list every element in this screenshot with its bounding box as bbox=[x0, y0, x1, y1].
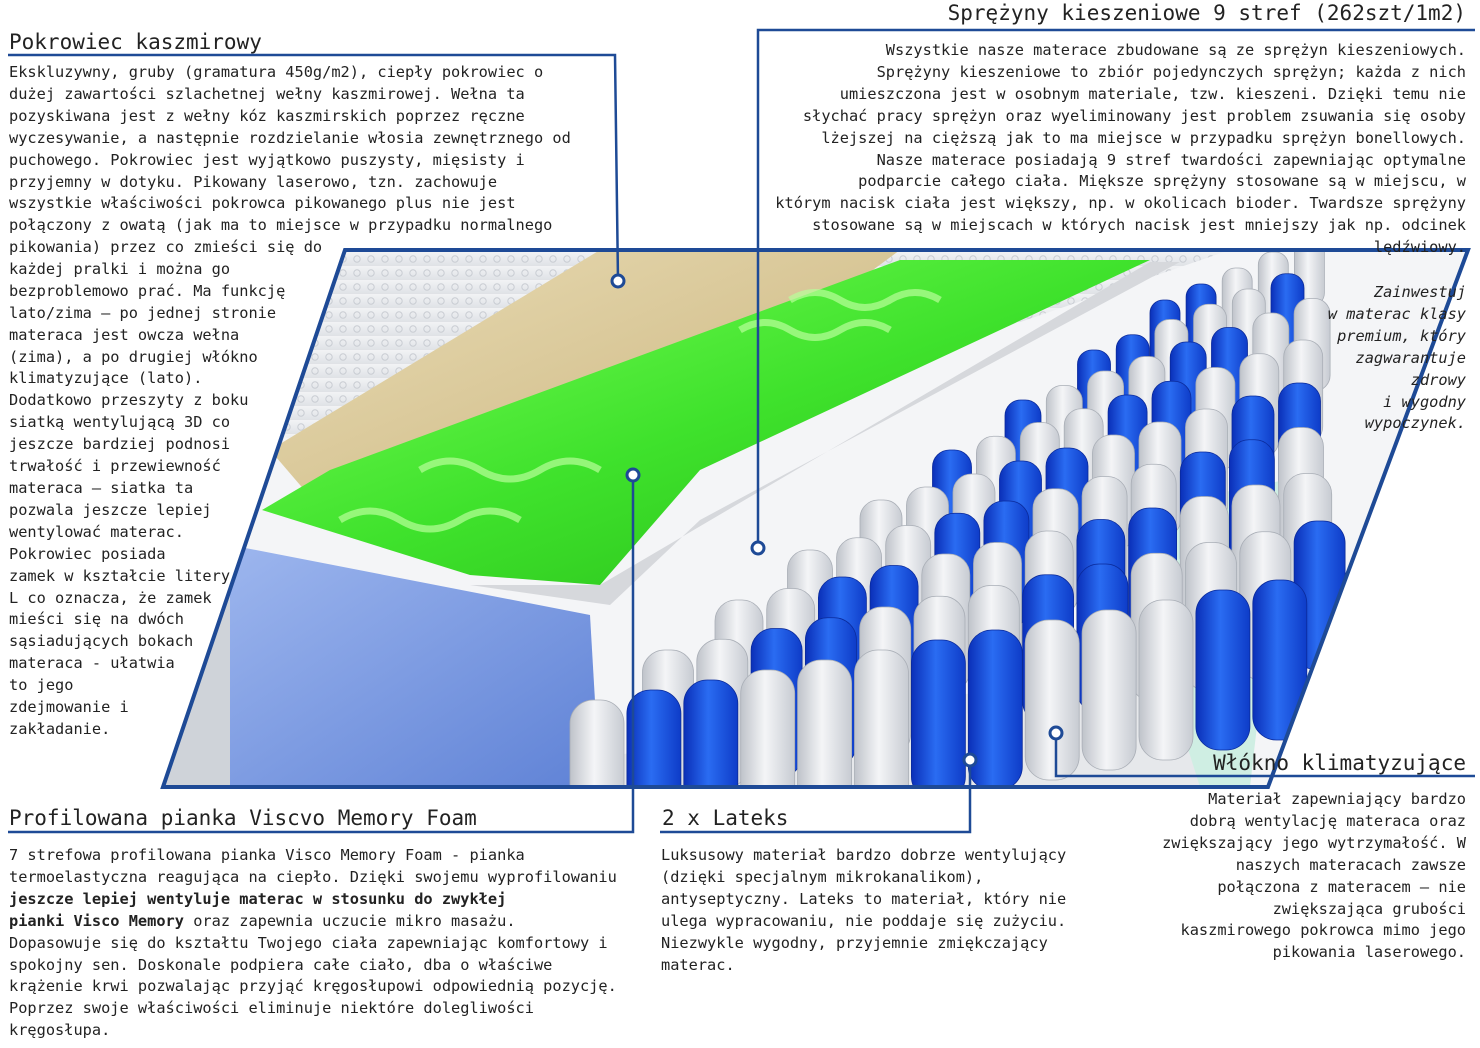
fiber-title: Włókno klimatyzujące bbox=[1213, 751, 1466, 775]
latex-title: 2 x Lateks bbox=[662, 806, 789, 830]
memory-foam-text-bold: jeszcze lepiej wentyluje materac w stosu… bbox=[9, 889, 507, 930]
pocket-spring bbox=[911, 639, 966, 787]
pocket-spring bbox=[1195, 589, 1251, 751]
springs-slogan: Zainwestuj w materac klasy premium, któr… bbox=[1327, 283, 1466, 433]
latex-text: Luksusowy materiał bardzo dobrze wentylu… bbox=[661, 846, 1067, 974]
callout-lines bbox=[8, 28, 1475, 834]
pocket-springs bbox=[569, 250, 1346, 787]
cover-text-continued: pikowania) przez co zmieści się do każde… bbox=[9, 238, 323, 738]
memory-foam-text: 7 strefowa profilowana pianka Visco Memo… bbox=[9, 845, 649, 1042]
pocket-spring bbox=[683, 679, 739, 787]
illustration-frame bbox=[160, 248, 1471, 789]
memory-foam-layer bbox=[262, 260, 1150, 585]
cover-text: Ekskluzywny, gruby (gramatura 450g/m2), … bbox=[9, 63, 571, 235]
pocket-spring bbox=[569, 699, 625, 787]
callout-dot-icon bbox=[750, 540, 766, 556]
memory-foam-title: Profilowana pianka Viscvo Memory Foam bbox=[9, 806, 477, 830]
pocket-spring bbox=[1081, 609, 1137, 771]
foam-waves bbox=[338, 289, 942, 533]
pocket-spring bbox=[1024, 619, 1080, 781]
pocket-spring bbox=[1252, 579, 1308, 741]
pocket-spring bbox=[740, 669, 796, 787]
callout-dot-icon bbox=[625, 467, 641, 483]
pocket-spring bbox=[626, 689, 682, 787]
pocket-spring bbox=[967, 629, 1023, 787]
pocket-spring bbox=[797, 659, 852, 787]
cover-title: Pokrowiec kaszmirowy bbox=[9, 30, 262, 54]
fiber-text: Materiał zapewniający bardzo dobrą wenty… bbox=[1162, 790, 1466, 962]
latex-sheet bbox=[470, 262, 1180, 605]
side-foam-block bbox=[230, 545, 600, 787]
callout-dot-icon bbox=[962, 752, 978, 768]
springs-text: Wszystkie nasze materace zbudowane są ze… bbox=[775, 41, 1466, 257]
callout-dot-icon bbox=[1048, 725, 1064, 741]
pocket-spring bbox=[854, 649, 909, 787]
callout-dot-icon bbox=[610, 273, 626, 289]
memory-foam-text-2: oraz zapewnia uczucie mikro masażu. Dopa… bbox=[9, 911, 617, 1040]
springs-title: Sprężyny kieszeniowe 9 stref (262szt/1m2… bbox=[947, 1, 1466, 25]
pocket-spring bbox=[1138, 599, 1194, 761]
memory-foam-text-1: 7 strefowa profilowana pianka Visco Memo… bbox=[9, 846, 617, 886]
